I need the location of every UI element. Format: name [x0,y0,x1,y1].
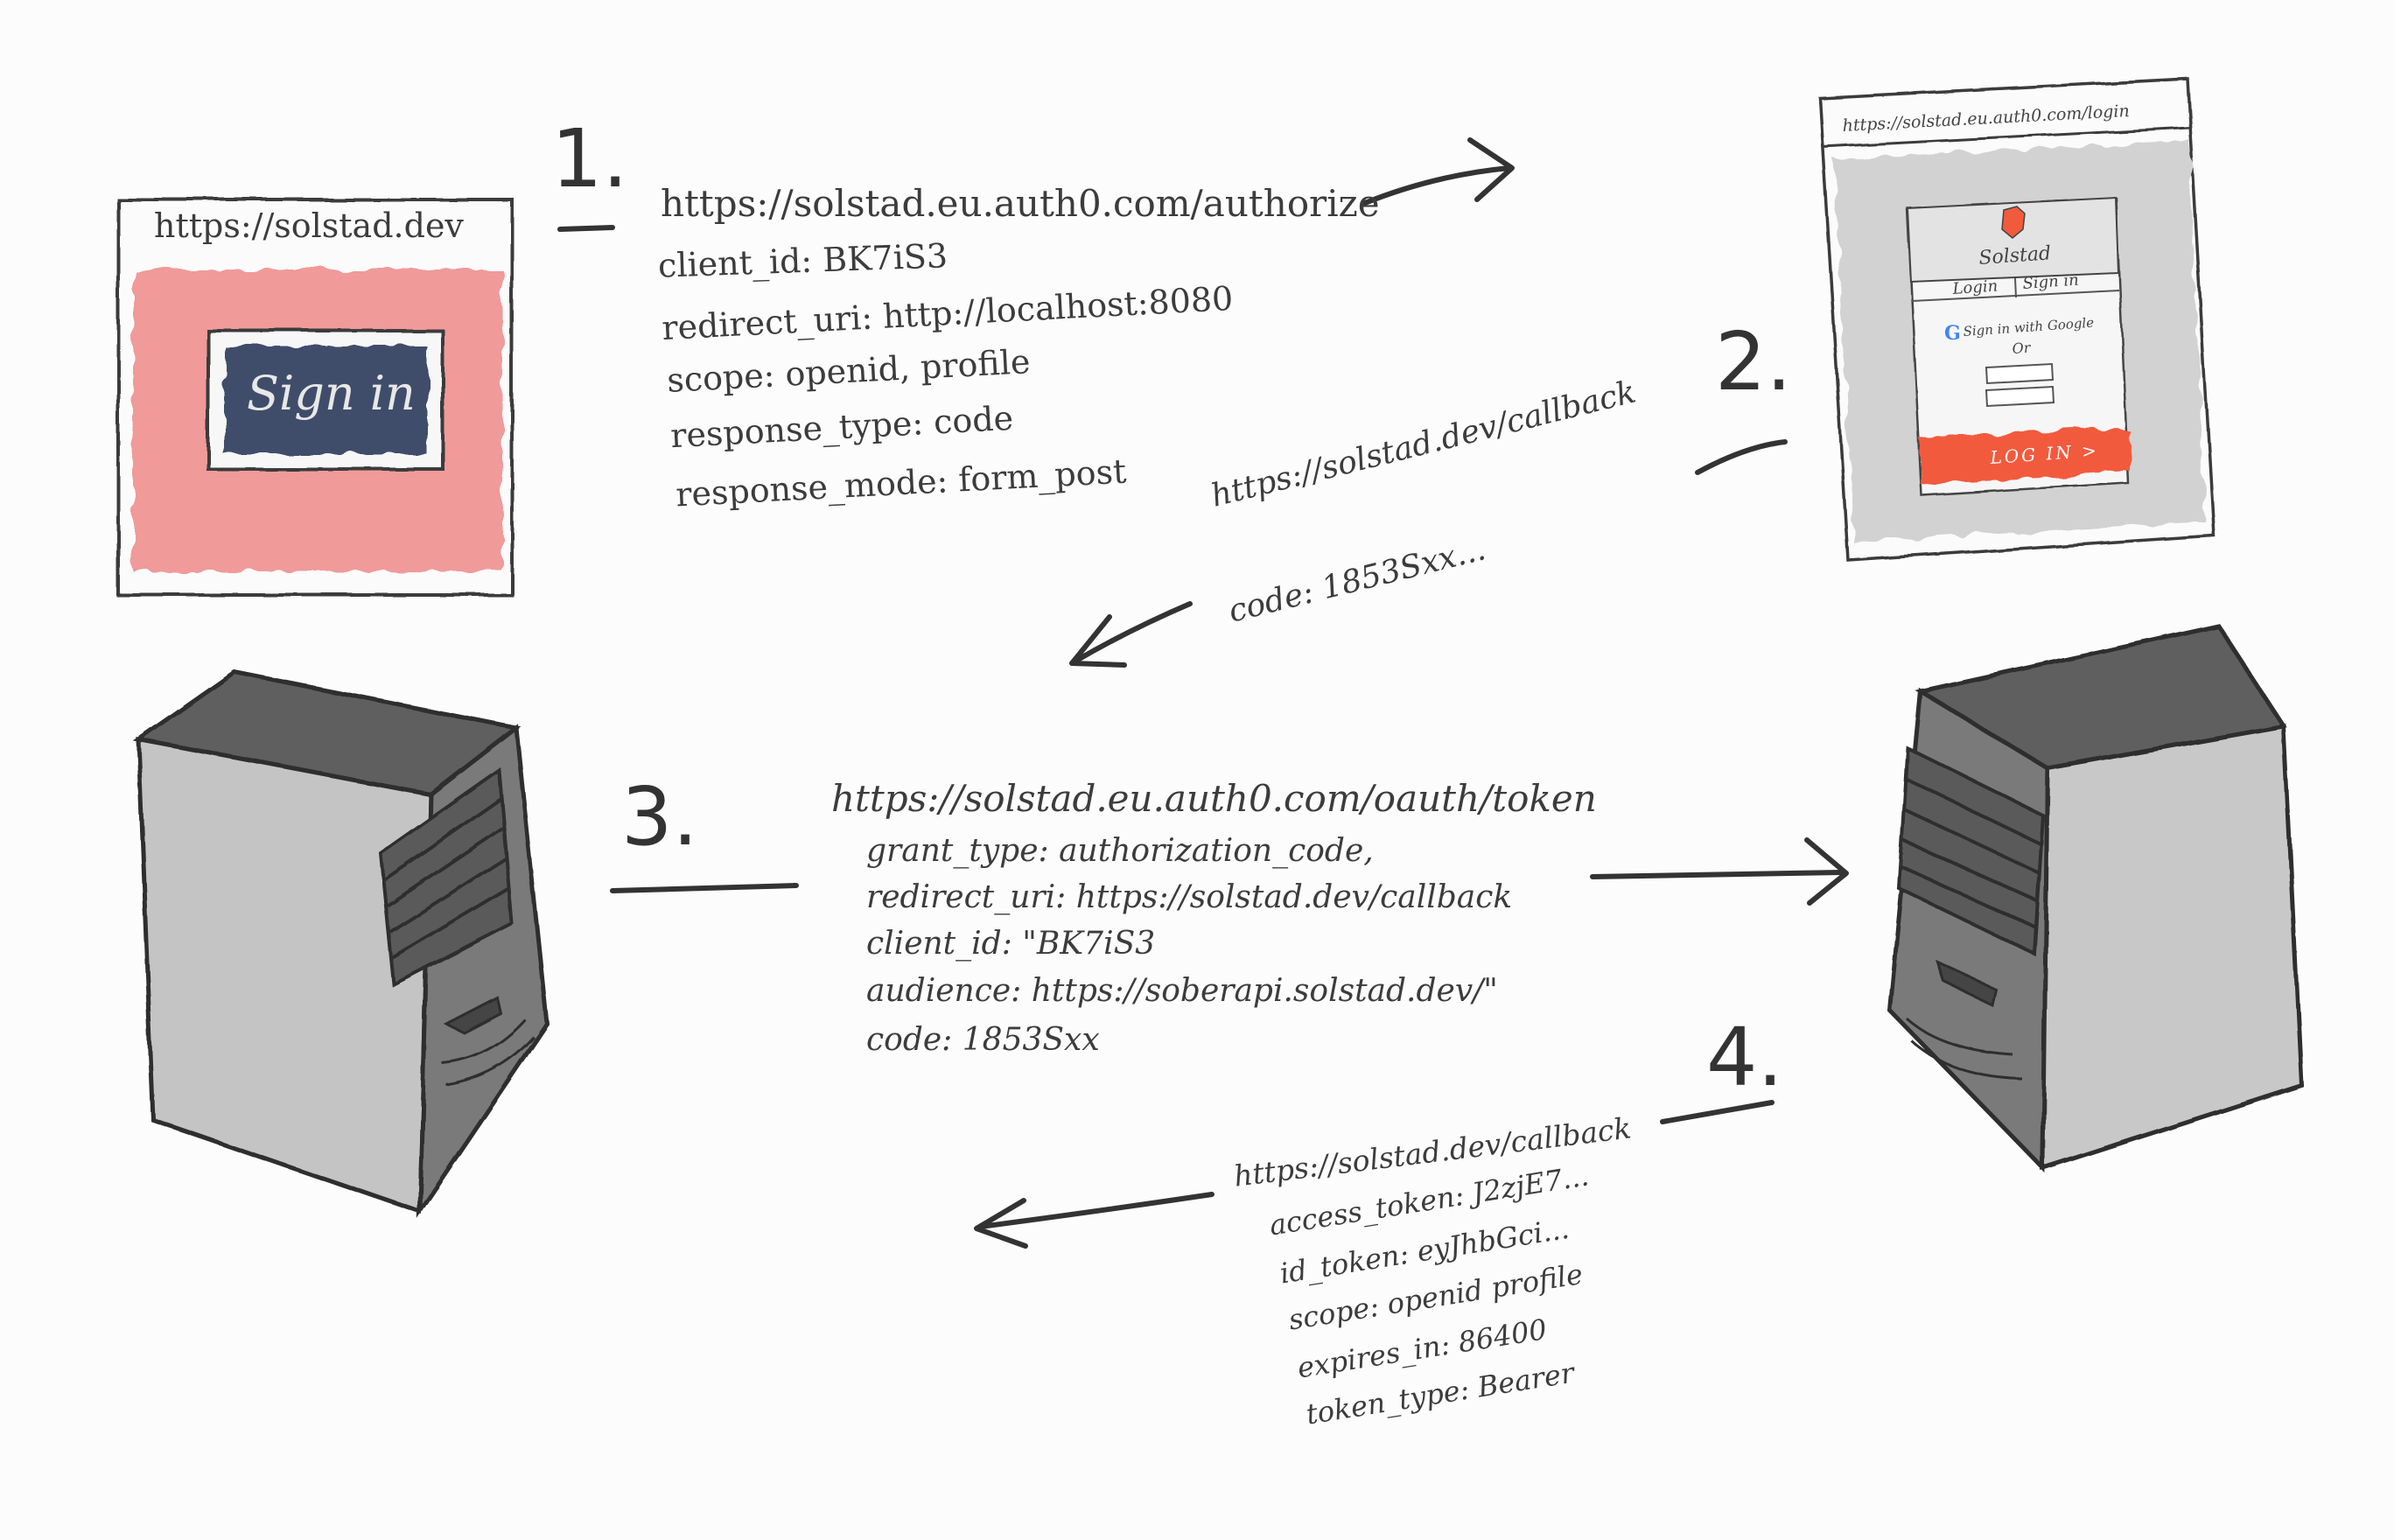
client-server-drive-slot [443,995,502,1034]
auth-server-front [2040,724,2304,1172]
client-server-vent-4 [390,886,511,960]
step1-arrowhead [1467,137,1515,202]
client-server [132,669,550,1220]
login-password-field[interactable] [1984,385,2055,408]
step4-number: 4. [1706,1011,1783,1104]
step3-arrowhead [1804,837,1849,906]
client-server-vent-1 [383,796,503,881]
login-or-label: Or [2012,339,2032,356]
login-tab-login: Login [1951,276,1998,298]
auth-server-curve-2 [1911,1040,2022,1080]
step3-param-grant-type: grant_type: authorization_code, [866,833,1374,869]
browser-window [116,198,514,597]
auth-server-vent-1 [1905,777,2042,846]
login-email-field[interactable] [1984,362,2054,385]
auth-server-vent-2 [1903,808,2040,875]
step3-param-client-id: client_id: "BK7iS3 [866,926,1156,962]
login-address-divider [1821,126,2191,149]
step4-arrow [977,1192,1214,1229]
auth-server [1887,623,2304,1174]
login-card-header [1906,196,2120,284]
step3-url: https://solstad.eu.auth0.com/oauth/token [831,777,1597,820]
auth-server-vent-3 [1901,838,2039,903]
shield-icon [2001,206,2026,239]
step3-underline [610,883,799,893]
step1-number: 1. [551,112,628,206]
client-server-curve-2 [445,1036,536,1087]
login-brand: Solstad [1978,242,2052,270]
step1-arrow [1362,165,1512,206]
client-server-curve-1 [441,1018,527,1065]
step1-url: https://solstad.eu.auth0.com/authorize [661,182,1380,225]
google-icon: G [1944,322,1961,345]
step2-arrowhead [1069,614,1127,668]
step3-arrow [1590,870,1844,879]
client-server-vent-3 [388,856,508,934]
browser-url[interactable]: https://solstad.dev [154,206,464,245]
step2-underline [1695,439,1788,475]
step3-param-redirect-uri: redirect_uri: https://solstad.dev/callba… [866,879,1513,915]
step3-param-audience: audience: https://soberapi.solstad.dev/" [866,973,1498,1009]
signin-button[interactable] [224,346,427,454]
login-tab-signin: Sign in [2022,271,2080,293]
login-tab-separator [2014,277,2017,298]
step3-param-code: code: 1853Sxx [866,1022,1100,1058]
auth-server-curve-1 [1907,1018,2013,1056]
step2-number: 2. [1715,315,1792,409]
auth-server-drive-slot [1936,960,1997,1007]
login-page-window [1818,77,2216,562]
client-server-vent-panel [378,766,514,988]
step1-underline [557,225,615,232]
client-server-front [136,736,433,1215]
step2-arrow [1074,601,1193,663]
step4-underline [1660,1100,1774,1124]
login-button[interactable] [1918,427,2132,485]
step4-arrowhead [974,1198,1028,1249]
signin-button-label: Sign in [247,366,416,421]
auth-server-vent-4 [1900,864,2037,929]
client-server-vent-2 [386,825,506,907]
step3-number: 3. [621,770,698,864]
